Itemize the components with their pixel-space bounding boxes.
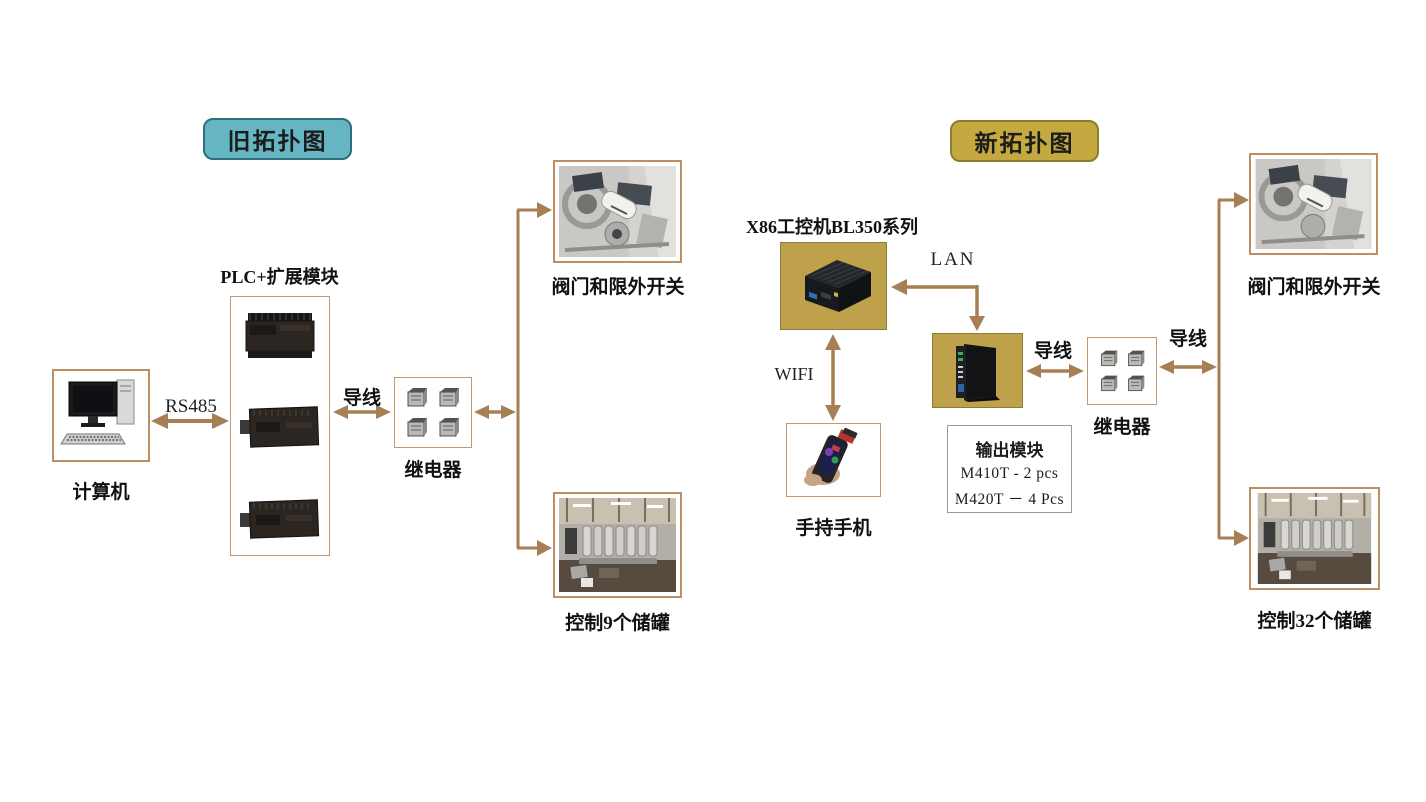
new-topology-title: 新拓扑图 <box>950 120 1099 162</box>
tank-room-photo <box>559 498 676 592</box>
new-valve-label: 阀门和限外开关 <box>1247 277 1381 298</box>
io-module-box <box>932 333 1023 408</box>
plc-label: PLC+扩展模块 <box>220 267 339 287</box>
old-tank-label: 控制9个储罐 <box>565 613 670 634</box>
handheld-phone-illustration <box>803 428 858 486</box>
phone-label: 手持手机 <box>795 518 872 539</box>
computer-box <box>52 369 150 462</box>
new-relay-box <box>1087 337 1157 405</box>
plc-module-illustration <box>240 406 320 448</box>
output-module-line2: M420T － 4 Pcs <box>954 491 1065 508</box>
old-wire-label: 导线 <box>342 388 381 409</box>
old-valve-label: 阀门和限外开关 <box>551 277 685 298</box>
valve-photo <box>1255 159 1372 249</box>
mini-pc-illustration <box>804 260 871 312</box>
output-module-line1: M410T - 2 pcs <box>960 465 1059 482</box>
old-tank-box <box>553 492 682 598</box>
plc-module-illustration <box>240 499 320 539</box>
old-topology-title: 旧拓扑图 <box>203 118 352 160</box>
output-module-title: 输出模块 <box>975 441 1044 460</box>
new-valve-box <box>1249 153 1378 255</box>
din-module-illustration <box>955 343 1000 402</box>
new-wire-label-1: 导线 <box>1033 341 1072 362</box>
x86-pc-label: X86工控机BL350系列 <box>745 217 918 237</box>
new-tank-label: 控制32个储罐 <box>1257 611 1372 632</box>
new-relay-label: 继电器 <box>1093 417 1151 438</box>
old-relay-label: 继电器 <box>404 460 462 481</box>
relay-illustration <box>405 386 461 440</box>
computer-illustration <box>60 379 135 444</box>
rs485-label: RS485 <box>165 396 217 417</box>
tank-room-photo <box>1257 493 1372 584</box>
x86-pc-box <box>780 242 887 330</box>
output-module-spec-box: 输出模块 M410T - 2 pcs M420T － 4 Pcs <box>947 425 1072 513</box>
computer-label: 计算机 <box>72 482 130 503</box>
wifi-label: WIFI <box>774 364 814 384</box>
valve-photo <box>559 166 676 257</box>
new-tank-box <box>1249 487 1380 590</box>
lan-label: LAN <box>930 249 976 270</box>
new-wire-label-2: 导线 <box>1168 329 1207 350</box>
phone-box <box>786 423 881 497</box>
relay-illustration <box>1099 349 1146 394</box>
old-valve-box <box>553 160 682 263</box>
plc-module-illustration <box>245 313 315 358</box>
old-relay-box <box>394 377 472 448</box>
plc-box <box>230 296 330 556</box>
